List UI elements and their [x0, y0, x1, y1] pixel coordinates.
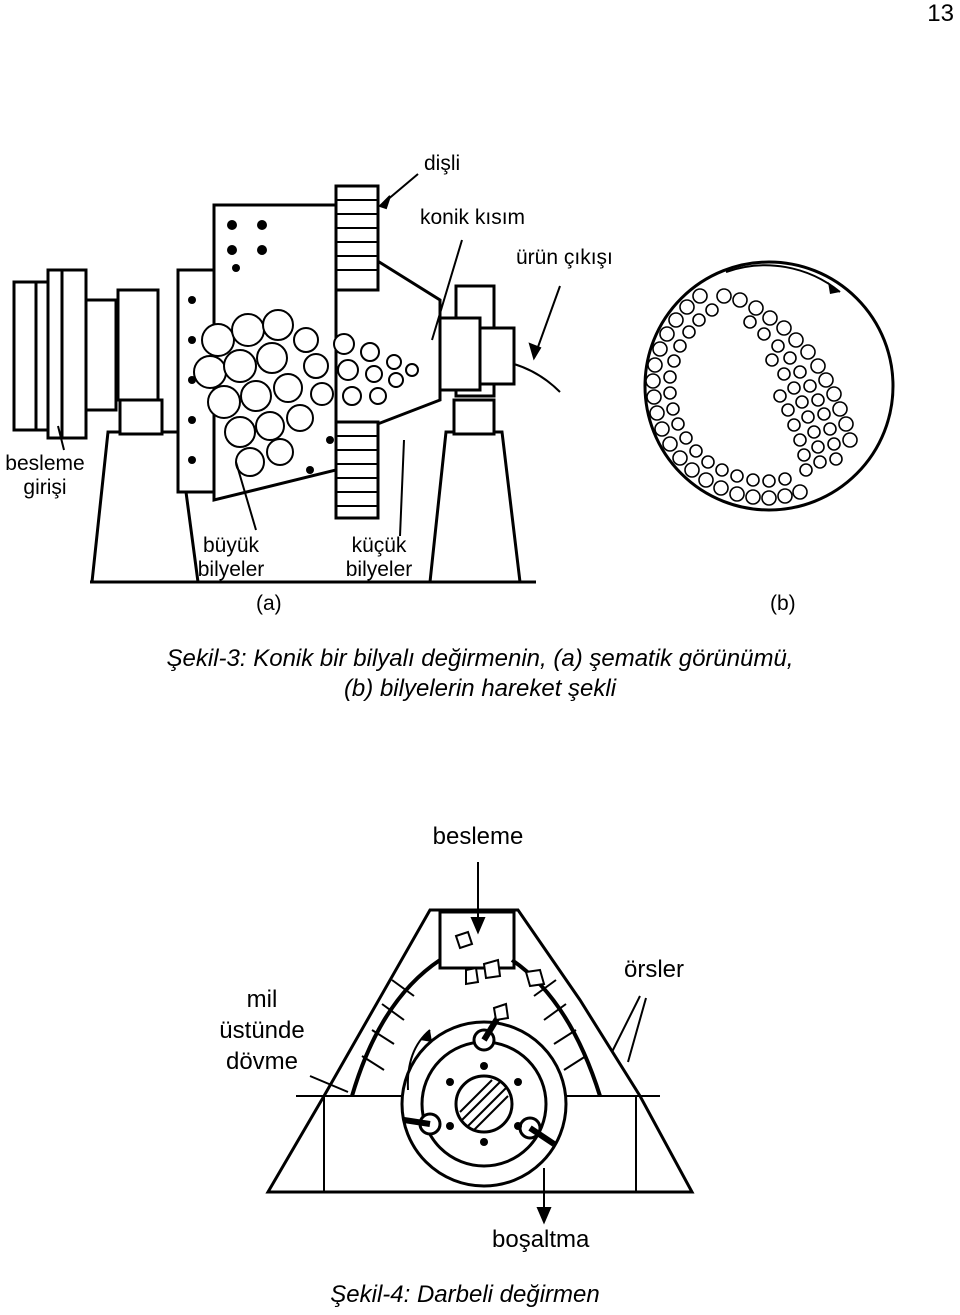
label-discharge: boşaltma: [492, 1226, 590, 1253]
label-product-outlet: ürün çıkışı: [516, 246, 613, 269]
figure-3-caption-line2: (b) bilyelerin hareket şekli: [343, 675, 617, 702]
figure-4-leader-lines: [309, 862, 647, 1225]
label-hammer-line3: dövme: [225, 1048, 299, 1075]
label-feed: besleme: [432, 823, 524, 850]
impact-mill-illustration: [265, 908, 695, 1194]
label-hammer-line2: üstünde: [219, 1017, 305, 1044]
ball-motion-diagram: [643, 260, 895, 512]
label-gear: dişli: [424, 152, 461, 175]
label-small-balls: küçük bilyeler: [334, 534, 424, 582]
label-large-balls-line1: büyük: [202, 534, 260, 557]
figure-3-caption: Şekil-3: Konik bir bilyalı değirmenin, (…: [0, 644, 960, 704]
label-large-balls: büyük bilyeler: [186, 534, 276, 582]
label-small-balls-line2: bilyeler: [345, 558, 413, 581]
conical-ball-mill-illustration: [12, 184, 561, 584]
label-conical-section: konik kısım: [420, 206, 526, 229]
label-small-balls-line1: küçük: [351, 534, 407, 557]
label-large-balls-line2: bilyeler: [197, 558, 265, 581]
figure-3-leader-lines: [57, 173, 561, 537]
label-anvils: örsler: [624, 956, 685, 983]
label-hammer-line1: mil: [246, 986, 278, 1013]
label-feed-inlet-line2: girişi: [23, 476, 67, 499]
label-hammer-on-shaft: mil üstünde dövme: [206, 984, 318, 1077]
panel-label-b: (b): [770, 592, 796, 615]
panel-label-a: (a): [256, 592, 282, 615]
label-feed-inlet: besleme girişi: [0, 452, 90, 500]
page-number: 13: [927, 0, 954, 27]
figure-3-caption-line1: Şekil-3: Konik bir bilyalı değirmenin, (…: [166, 645, 794, 672]
label-feed-inlet-line1: besleme: [5, 452, 85, 475]
figure-4-caption: Şekil-4: Darbeli değirmen: [330, 1281, 600, 1308]
